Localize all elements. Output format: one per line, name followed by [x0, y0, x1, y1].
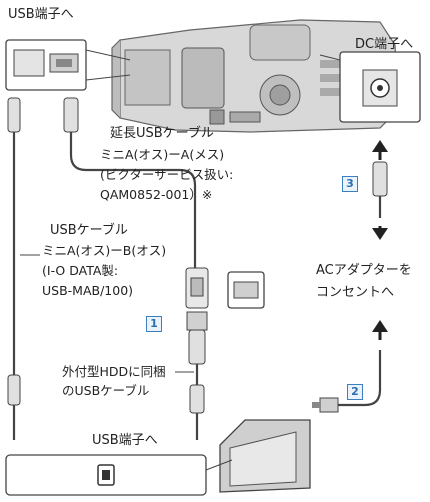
ac-adapter-label-2: コンセントへ [316, 285, 395, 300]
ac-adapter-label-1: ACアダプターを [316, 263, 412, 278]
extension-cable-spec-1: ミニA(オス)ーA(メス) [100, 147, 225, 162]
usb-cable-spec-1: ミニA(オス)ーB(オス) [42, 243, 167, 258]
external-hdd-icon [219, 419, 311, 493]
usb-cable-spec-2: (I-O DATA製: [42, 263, 119, 278]
step-3-badge: 3 [342, 176, 358, 192]
pc-usb-port [227, 271, 265, 309]
extension-usb-cable [63, 97, 209, 309]
usb-port-bottom-label: USB端子へ [92, 433, 158, 448]
hdd-cable-label-1: 外付型HDDに同梱 [62, 364, 166, 379]
usb-cable-title: USBケーブル [50, 223, 128, 238]
dc-port-label: DC端子へ [355, 37, 414, 52]
extension-cable-spec-3: QAM0852-001）※ [100, 187, 213, 202]
hdd-usb-cable [175, 311, 208, 440]
dc-port-zoom-box [319, 51, 421, 123]
extension-cable-spec-2: (ビクターサービス扱い: [100, 167, 234, 182]
usb-cable-spec-3: USB-MAB/100) [42, 283, 134, 298]
usb-cable-left [7, 97, 40, 440]
step-1-badge: 1 [146, 316, 162, 332]
usb-b-port-zoom-box [5, 454, 233, 496]
ac-adapter-cable [312, 140, 388, 413]
extension-cable-title: 延長USBケーブル [110, 126, 214, 141]
step-2-badge: 2 [347, 384, 363, 400]
usb-port-top-label: USB端子へ [8, 7, 74, 22]
hdd-cable-label-2: のUSBケーブル [62, 383, 150, 398]
usb-port-zoom-box [5, 39, 131, 91]
